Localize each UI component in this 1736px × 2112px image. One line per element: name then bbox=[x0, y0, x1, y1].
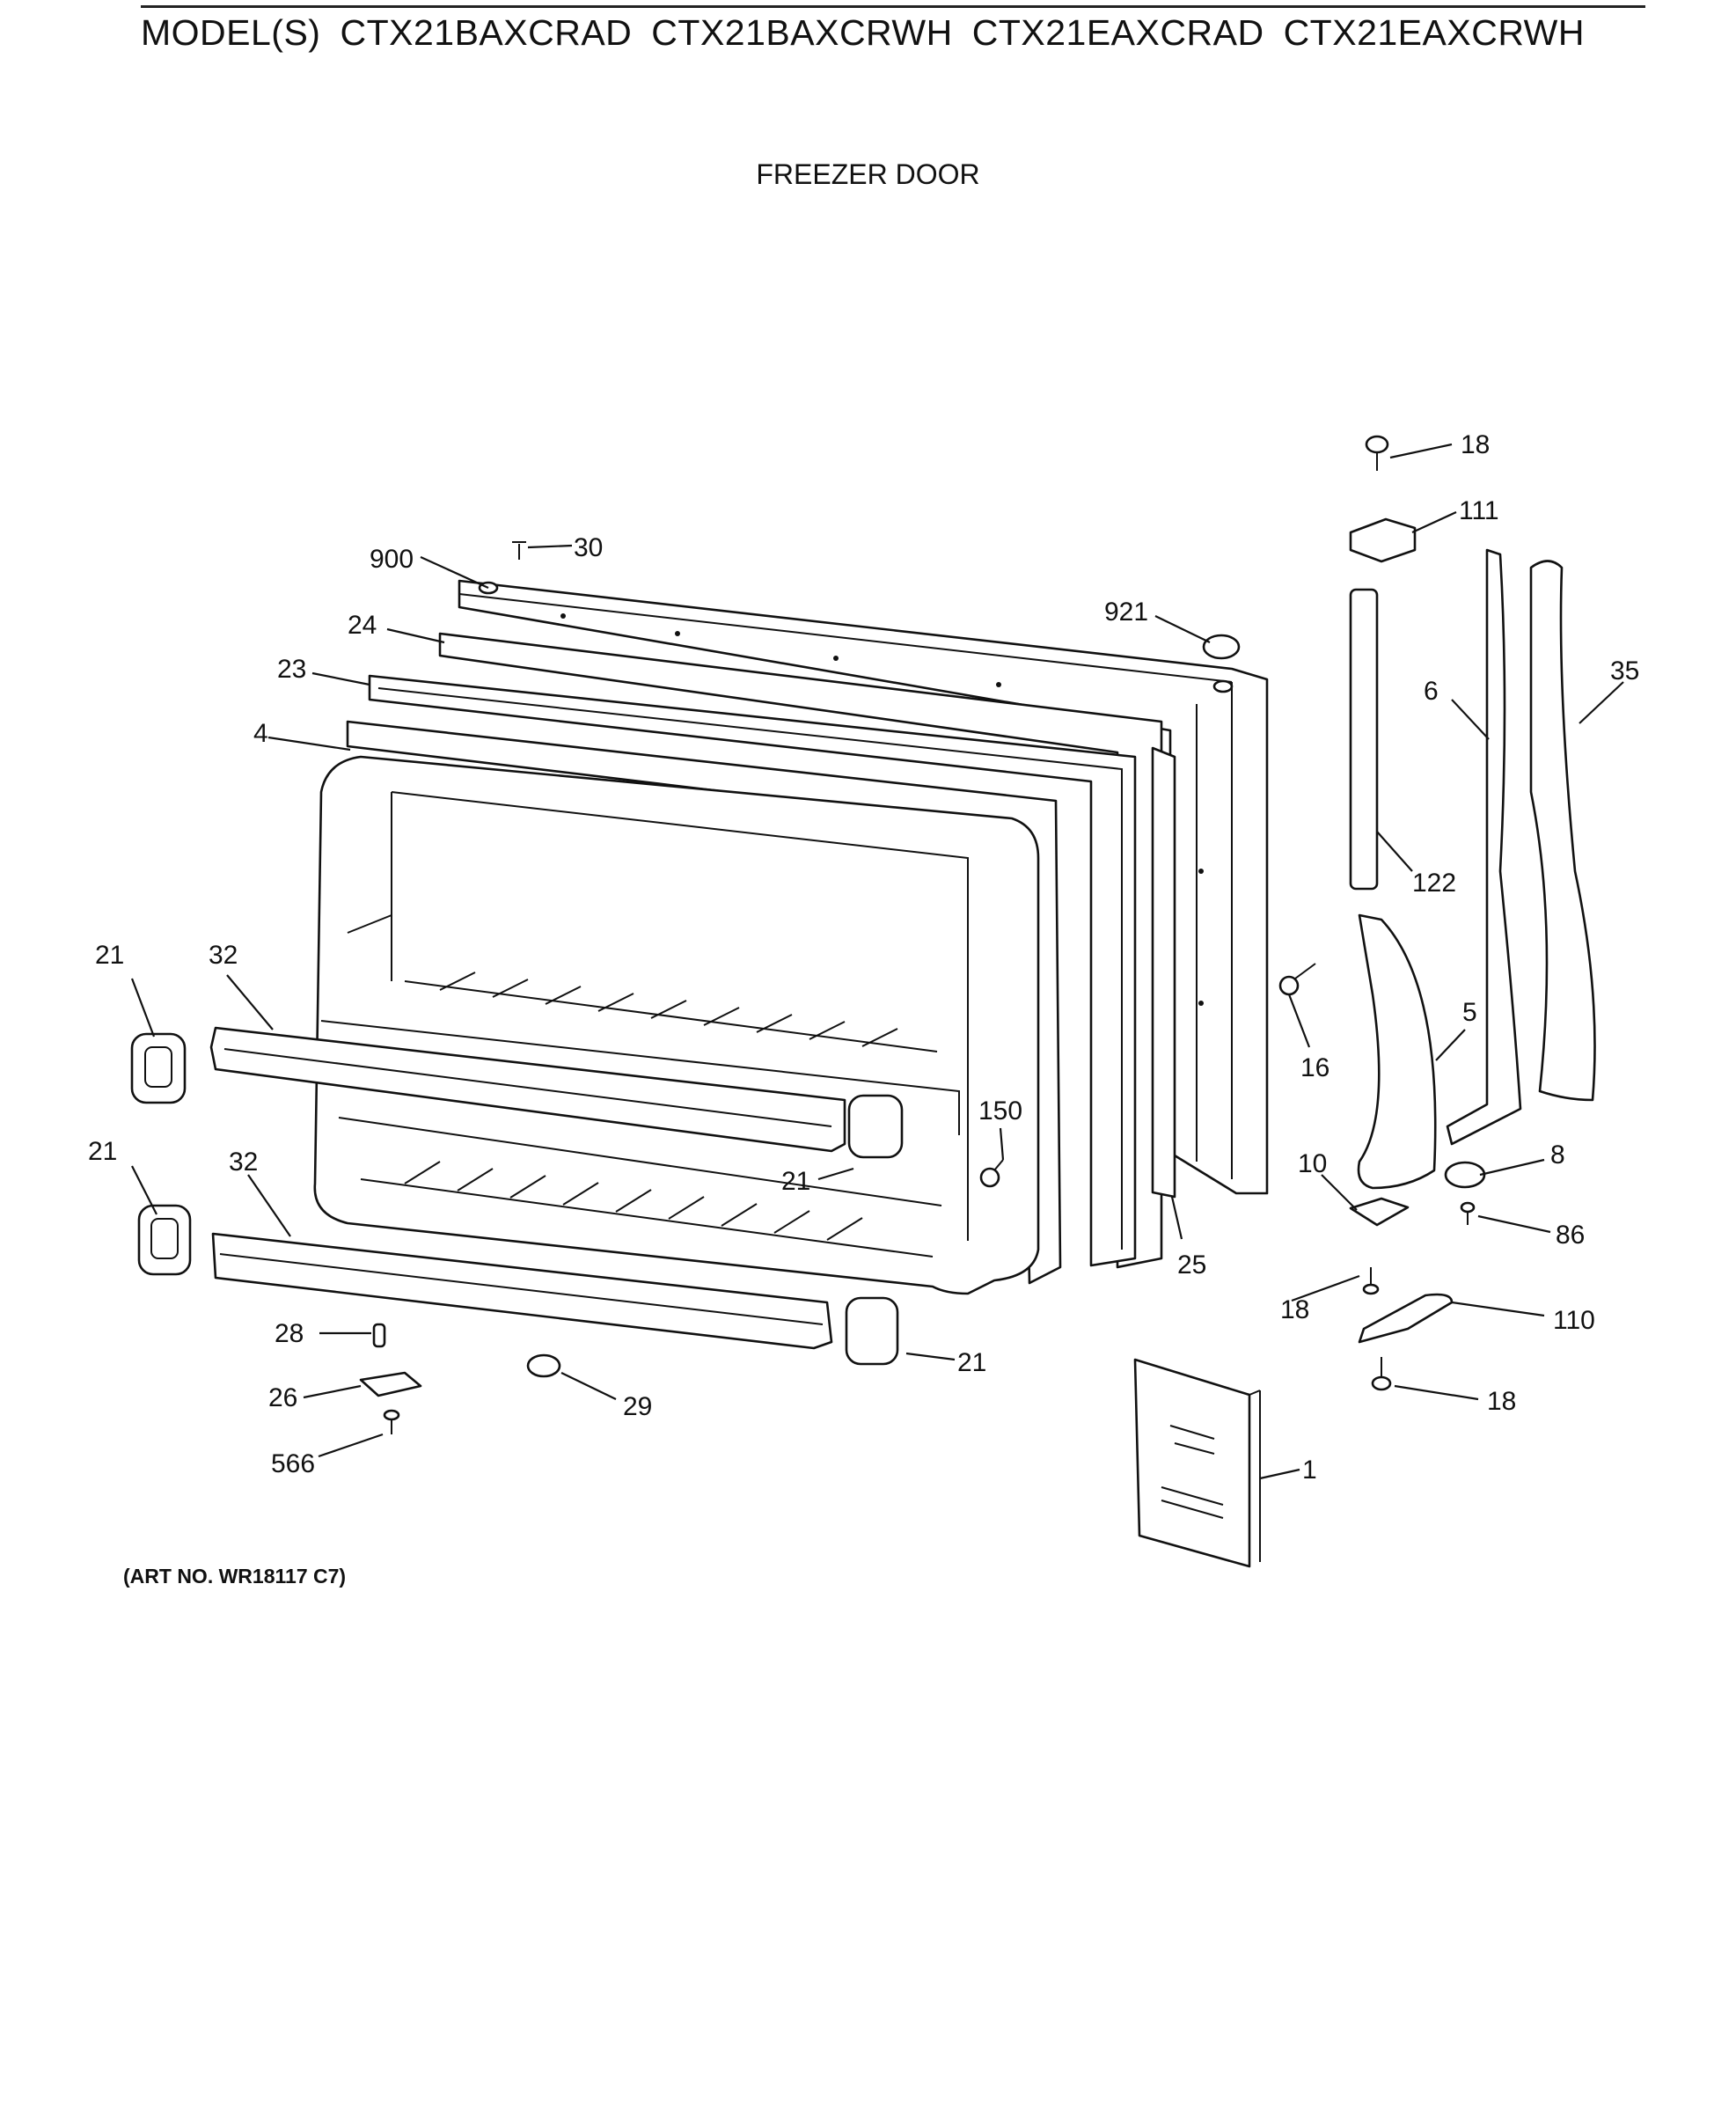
screw-icon bbox=[383, 1409, 400, 1434]
callout-86: 86 bbox=[1556, 1221, 1585, 1250]
door-liner-frame bbox=[346, 720, 1176, 1285]
callout-21: 21 bbox=[957, 1348, 986, 1377]
callout-18: 18 bbox=[1461, 430, 1490, 459]
callout-32: 32 bbox=[209, 941, 238, 970]
callout-18: 18 bbox=[1487, 1387, 1516, 1416]
callout-5: 5 bbox=[1462, 998, 1477, 1027]
model-number: CTX21EAXCRWH bbox=[1283, 12, 1585, 53]
screw-icon bbox=[1371, 1357, 1392, 1391]
screw-icon bbox=[1362, 1267, 1380, 1295]
handle-trim bbox=[1529, 560, 1596, 1102]
door-handle-cover bbox=[1357, 913, 1437, 1190]
bracket-plate bbox=[359, 1371, 422, 1397]
callout-921: 921 bbox=[1104, 598, 1148, 627]
door-handle bbox=[1446, 548, 1522, 1146]
owner-manual-icon bbox=[1133, 1358, 1261, 1568]
shelf-end-cap bbox=[137, 1204, 192, 1276]
callout-32: 32 bbox=[229, 1148, 258, 1177]
screw-icon bbox=[1460, 1201, 1476, 1225]
callout-18: 18 bbox=[1280, 1295, 1309, 1324]
screw-icon bbox=[512, 541, 526, 560]
callout-23: 23 bbox=[277, 655, 306, 684]
inner-door-liner bbox=[313, 755, 1040, 1295]
callout-122: 122 bbox=[1412, 869, 1456, 898]
callout-24: 24 bbox=[348, 611, 377, 640]
model-number: CTX21EAXCRAD bbox=[971, 12, 1264, 53]
screw-icon bbox=[979, 1159, 1004, 1188]
callout-1: 1 bbox=[1302, 1456, 1317, 1485]
callout-26: 26 bbox=[268, 1383, 297, 1412]
callout-30: 30 bbox=[574, 533, 603, 562]
shelf-end-cap bbox=[847, 1094, 904, 1159]
callout-21: 21 bbox=[88, 1137, 117, 1166]
section-title: FREEZER DOOR bbox=[756, 158, 980, 190]
door-gasket bbox=[368, 632, 1163, 1269]
callout-111: 111 bbox=[1459, 496, 1499, 525]
hinge-cap bbox=[1349, 517, 1417, 563]
art-number: (ART NO. WR18117 C7) bbox=[123, 1565, 347, 1588]
callout-35: 35 bbox=[1610, 656, 1639, 686]
lower-hinge bbox=[1358, 1293, 1454, 1344]
header-rule bbox=[141, 5, 1645, 8]
shelf-end-cap bbox=[130, 1032, 187, 1104]
screw-icon bbox=[1365, 435, 1389, 471]
callout-6: 6 bbox=[1424, 677, 1439, 706]
model-number: CTX21BAXCRAD bbox=[340, 12, 633, 53]
callout-150: 150 bbox=[978, 1096, 1022, 1126]
model-prefix: MODEL(S) bbox=[141, 12, 321, 53]
callout-110: 110 bbox=[1553, 1306, 1595, 1335]
door-stop-strip bbox=[1349, 588, 1379, 891]
screw-icon bbox=[1278, 963, 1316, 996]
callout-566: 566 bbox=[271, 1449, 315, 1478]
callout-21: 21 bbox=[95, 941, 124, 970]
callout-29: 29 bbox=[623, 1392, 652, 1421]
callout-4: 4 bbox=[253, 719, 268, 748]
callout-10: 10 bbox=[1298, 1149, 1327, 1178]
callout-900: 900 bbox=[370, 545, 414, 574]
callout-16: 16 bbox=[1300, 1053, 1329, 1082]
callout-21: 21 bbox=[781, 1167, 810, 1196]
model-list-header: MODEL(S) CTX21BAXCRAD CTX21BAXCRWH CTX21EAX… bbox=[141, 12, 1604, 54]
model-number: CTX21BAXCRWH bbox=[651, 12, 953, 53]
callout-8: 8 bbox=[1550, 1140, 1565, 1170]
plug-button bbox=[1202, 634, 1241, 660]
callout-28: 28 bbox=[275, 1319, 304, 1348]
callout-labels: 18 111 30 900 921 24 23 4 6 35 122 21 32… bbox=[88, 430, 1639, 1485]
shelf-bar-upper bbox=[209, 1026, 846, 1153]
hinge-shim bbox=[1444, 1161, 1486, 1189]
hinge-bracket bbox=[1349, 1197, 1410, 1227]
callout-25: 25 bbox=[1177, 1250, 1206, 1280]
leader-lines bbox=[130, 443, 1624, 1480]
shelf-end-cap bbox=[845, 1296, 899, 1366]
screw-icon bbox=[372, 1323, 386, 1348]
plug-button bbox=[526, 1353, 561, 1378]
shelf-bar-lower bbox=[211, 1232, 833, 1350]
